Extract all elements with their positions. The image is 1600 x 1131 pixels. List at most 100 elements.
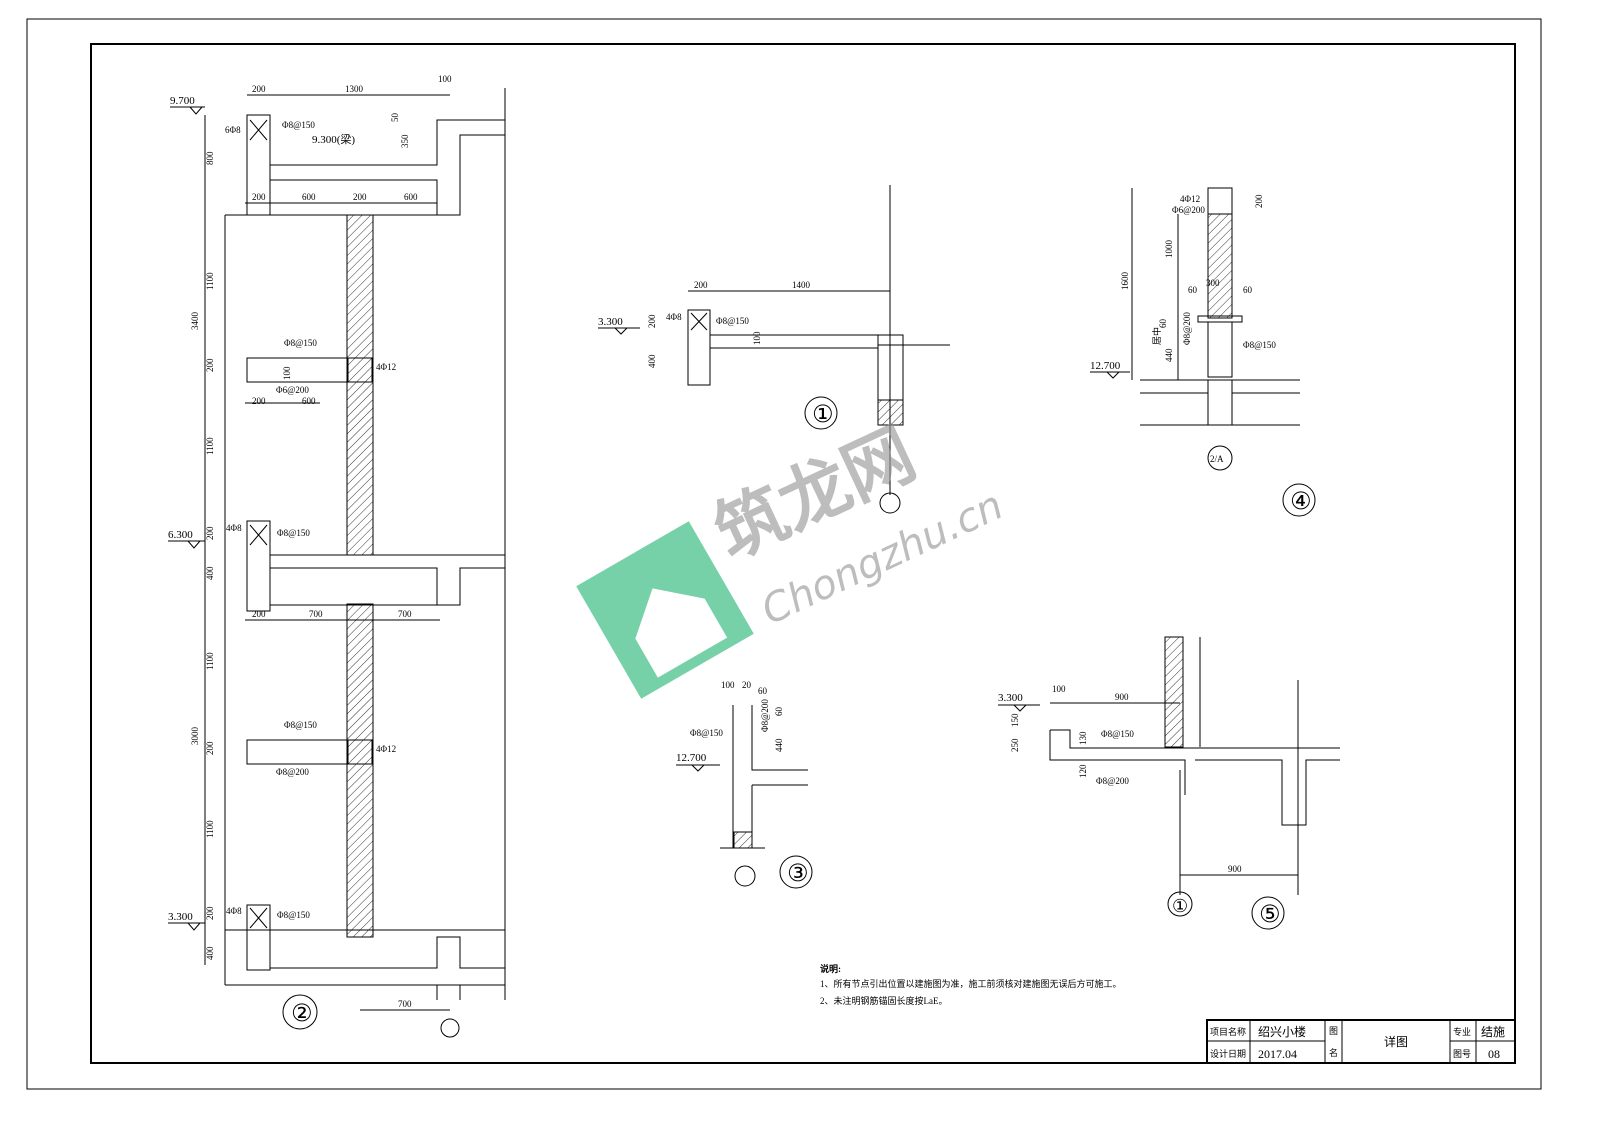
dim: 1100 bbox=[205, 652, 215, 670]
dim: 200 bbox=[1254, 194, 1264, 208]
rebar-label: 6Φ8 bbox=[225, 125, 241, 135]
rebar-label: 4Φ8 bbox=[226, 523, 242, 533]
detail-label: ① bbox=[812, 400, 834, 428]
dim: 400 bbox=[647, 354, 657, 368]
dim: 20 bbox=[742, 680, 752, 690]
rebar-label: 4Φ8 bbox=[226, 906, 242, 916]
level-mark: 12.700 bbox=[1090, 360, 1121, 372]
dim: 600 bbox=[404, 192, 418, 202]
section-marker bbox=[282, 994, 318, 1030]
detail-1: 3.300 200 1400 200 400 100 4Φ8 Φ8@150 ① bbox=[598, 185, 950, 514]
dim: 200 bbox=[205, 741, 215, 755]
rebar-label: Φ8@150 bbox=[284, 338, 317, 348]
rebar-label: Φ6@200 bbox=[276, 385, 309, 395]
dim: 200 bbox=[647, 314, 657, 328]
section-label: ② bbox=[291, 999, 313, 1027]
discipline: 结施 bbox=[1481, 1025, 1505, 1039]
discipline-label: 专业 bbox=[1453, 1026, 1471, 1037]
dim: 400 bbox=[205, 946, 215, 960]
inner-frame bbox=[90, 43, 1516, 1064]
design-date: 2017.04 bbox=[1258, 1047, 1297, 1061]
drawing-label: 名 bbox=[1329, 1047, 1338, 1058]
dim: 1000 bbox=[1164, 240, 1174, 259]
rebar-label: Φ8@150 bbox=[716, 316, 749, 326]
dim: 1100 bbox=[205, 820, 215, 838]
dim: 300 bbox=[1206, 278, 1220, 288]
rebar-label: Φ8@150 bbox=[284, 720, 317, 730]
rebar-label: Φ8@200 bbox=[276, 767, 309, 777]
dim: 200 bbox=[252, 84, 266, 94]
dim: 60 bbox=[1188, 285, 1198, 295]
project-name: 绍兴小楼 bbox=[1258, 1024, 1306, 1039]
rebar-label: Φ8@150 bbox=[277, 528, 310, 538]
dim: 100 bbox=[721, 680, 735, 690]
rebar-label: Φ8@150 bbox=[1243, 340, 1276, 350]
dim: 100 bbox=[438, 74, 452, 84]
level-note: 9.300(梁) bbox=[312, 132, 355, 146]
dim: 200 bbox=[205, 526, 215, 540]
dim: 800 bbox=[205, 151, 215, 165]
rebar-label: Φ8@200 bbox=[1182, 312, 1192, 345]
detail-label: ⑤ bbox=[1259, 900, 1281, 928]
level-mark: 3.300 bbox=[598, 316, 623, 328]
dim: 100 bbox=[1052, 684, 1066, 694]
number-label: 图号 bbox=[1453, 1049, 1471, 1059]
dim: 400 bbox=[205, 566, 215, 580]
dim: 700 bbox=[398, 999, 412, 1009]
date-label: 设计日期 bbox=[1210, 1048, 1246, 1059]
level-mark: 6.300 bbox=[168, 529, 193, 541]
notes: 说明: 1、所有节点引出位置以建施图为准，施工前须核对建施图无误后方可施工。 2… bbox=[820, 963, 1122, 1006]
rebar-label: 4Φ12 bbox=[1180, 194, 1200, 204]
note-item: 1、所有节点引出位置以建施图为准，施工前须核对建施图无误后方可施工。 bbox=[820, 978, 1122, 989]
dim: 3400 bbox=[190, 312, 200, 331]
dim: 700 bbox=[309, 609, 323, 619]
outer-frame bbox=[26, 18, 1542, 1090]
detail-label: ④ bbox=[1290, 487, 1312, 515]
rebar-label: Φ8@150 bbox=[690, 728, 723, 738]
rebar-label: Φ8@200 bbox=[760, 699, 770, 732]
dim: 200 bbox=[205, 358, 215, 372]
rebar-label: 4Φ12 bbox=[376, 744, 396, 754]
notes-title: 说明: bbox=[820, 963, 841, 974]
rebar-label: 4Φ12 bbox=[376, 362, 396, 372]
detail-label: ③ bbox=[787, 859, 809, 887]
dim: 1300 bbox=[345, 84, 364, 94]
dim: 440 bbox=[1164, 348, 1174, 362]
dim: 130 bbox=[1078, 731, 1088, 745]
dim: 3000 bbox=[190, 727, 200, 746]
axis-label: ① bbox=[1172, 896, 1188, 917]
rebar-label: Φ8@200 bbox=[1096, 776, 1129, 786]
level-mark: 3.300 bbox=[168, 911, 193, 923]
level-mark: 3.300 bbox=[998, 692, 1023, 704]
dim: 60 bbox=[758, 686, 768, 696]
dim: 60 bbox=[1243, 285, 1253, 295]
dim: 100 bbox=[282, 366, 292, 380]
rebar-label: Φ8@150 bbox=[277, 910, 310, 920]
dim: 200 bbox=[252, 192, 266, 202]
drawing-label: 图 bbox=[1329, 1026, 1338, 1036]
dim: 1600 bbox=[1120, 272, 1130, 291]
dim: 50 bbox=[390, 113, 400, 123]
section-2: 9.700 6.300 3.300 9.300(梁) 200 1300 100 … bbox=[168, 74, 506, 1038]
drawing-name: 详图 bbox=[1384, 1034, 1408, 1049]
dim: 1400 bbox=[792, 280, 811, 290]
rebar-label: Φ6@200 bbox=[1172, 205, 1205, 215]
dim: 200 bbox=[694, 280, 708, 290]
axis-label: 2/A bbox=[1210, 454, 1224, 464]
level-mark: 12.700 bbox=[676, 752, 707, 764]
dim: 900 bbox=[1115, 692, 1129, 702]
detail-5: 3.300 100 900 150 250 120 130 900 Φ8@150… bbox=[998, 636, 1340, 930]
dim: 900 bbox=[1228, 864, 1242, 874]
detail-4: 12.700 4Φ12 Φ6@200 Φ8@200 Φ8@150 200 100… bbox=[1090, 187, 1316, 517]
drawing-number: 08 bbox=[1488, 1047, 1500, 1061]
rebar-label: 4Φ8 bbox=[666, 312, 682, 322]
project-label: 项目名称 bbox=[1210, 1026, 1246, 1037]
dim: 600 bbox=[302, 192, 316, 202]
dim: 250 bbox=[1010, 738, 1020, 752]
dim: 350 bbox=[400, 134, 410, 148]
dim: 60 bbox=[1158, 319, 1168, 329]
dim: 1100 bbox=[205, 272, 215, 290]
dim: 120 bbox=[1078, 764, 1088, 778]
dim: 200 bbox=[252, 396, 266, 406]
